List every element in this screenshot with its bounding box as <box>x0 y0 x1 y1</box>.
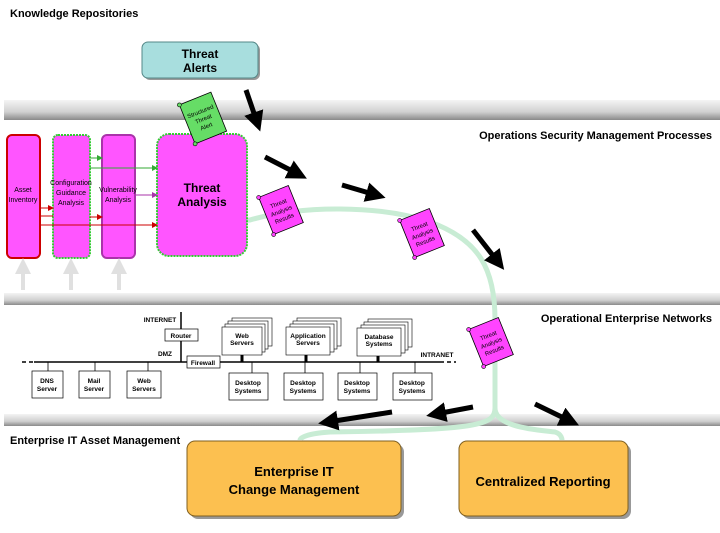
network-diagram: INTERNET Router DMZ Firewall INTRANET We… <box>22 312 456 401</box>
svg-text:Analysis: Analysis <box>105 197 132 204</box>
layer-label-knowledge: Knowledge Repositories <box>10 8 138 20</box>
input-arrows <box>15 258 127 290</box>
svg-text:Web: Web <box>235 333 249 340</box>
svg-text:Desktop: Desktop <box>235 380 261 387</box>
router-box <box>164 328 199 342</box>
firewall-box <box>186 355 221 369</box>
centralized-reporting-box: Centralized Reporting <box>458 440 631 519</box>
svg-text:DNS: DNS <box>40 378 54 385</box>
layer-label-operations: Operations Security Management Processes <box>479 130 712 142</box>
process-connectors <box>40 155 158 228</box>
flow-arrows <box>243 89 579 431</box>
structured-threat-alert-scroll: Structured Threat Alert <box>177 91 228 147</box>
svg-text:Systems: Systems <box>344 388 371 395</box>
configuration-guidance-box: Configuration Guidance Analysis <box>50 134 92 259</box>
svg-text:Guidance: Guidance <box>56 190 86 197</box>
svg-text:Web: Web <box>137 378 151 385</box>
svg-text:Servers: Servers <box>132 386 156 393</box>
svg-text:Server: Server <box>37 386 58 393</box>
svg-text:Servers: Servers <box>296 340 320 347</box>
svg-text:Change Management: Change Management <box>229 482 360 497</box>
svg-text:Vulnerability: Vulnerability <box>99 187 137 194</box>
svg-text:Desktop: Desktop <box>290 380 316 387</box>
svg-text:Asset: Asset <box>14 187 32 194</box>
layer-label-networks: Operational Enterprise Networks <box>541 313 712 325</box>
vulnerability-analysis-box: Vulnerability Analysis <box>99 134 137 259</box>
svg-text:Inventory: Inventory <box>9 197 38 204</box>
svg-text:Systems: Systems <box>235 388 262 395</box>
threat-alerts-label: Threat <box>182 47 219 61</box>
layer-label-asset-mgmt: Enterprise IT Asset Management <box>10 435 180 447</box>
layer-band <box>4 293 720 305</box>
svg-text:Desktop: Desktop <box>344 380 370 387</box>
svg-text:Analysis: Analysis <box>58 200 85 207</box>
svg-text:Router: Router <box>171 333 192 340</box>
layer-band <box>4 100 720 120</box>
intranet-label: INTRANET <box>421 352 454 359</box>
threat-analysis-box: Threat Analysis <box>156 133 248 257</box>
svg-text:Enterprise IT: Enterprise IT <box>254 464 334 479</box>
svg-text:Server: Server <box>84 386 105 393</box>
svg-text:Configuration: Configuration <box>50 180 92 187</box>
asset-inventory-box: Asset Inventory <box>6 134 41 259</box>
svg-text:Desktop: Desktop <box>399 380 425 387</box>
internet-label: INTERNET <box>144 317 177 324</box>
svg-text:Application: Application <box>290 333 325 340</box>
svg-text:Centralized Reporting: Centralized Reporting <box>475 474 610 489</box>
layer-band <box>4 414 720 426</box>
svg-text:Mail: Mail <box>88 378 101 385</box>
svg-text:Systems: Systems <box>366 341 393 348</box>
svg-text:Alert: Alert <box>200 122 214 132</box>
svg-text:Firewall: Firewall <box>191 360 215 367</box>
threat-alerts-label: Alerts <box>183 61 217 75</box>
svg-text:Analysis: Analysis <box>177 195 227 209</box>
threat-alerts-box: Threat Alerts <box>141 41 260 80</box>
svg-text:Database: Database <box>365 334 394 341</box>
svg-text:Systems: Systems <box>290 388 317 395</box>
svg-text:Systems: Systems <box>399 388 426 395</box>
change-management-box: Enterprise IT Change Management <box>186 440 404 519</box>
svg-text:Servers: Servers <box>230 340 254 347</box>
svg-text:Threat: Threat <box>184 181 221 195</box>
dmz-label: DMZ <box>158 351 172 358</box>
